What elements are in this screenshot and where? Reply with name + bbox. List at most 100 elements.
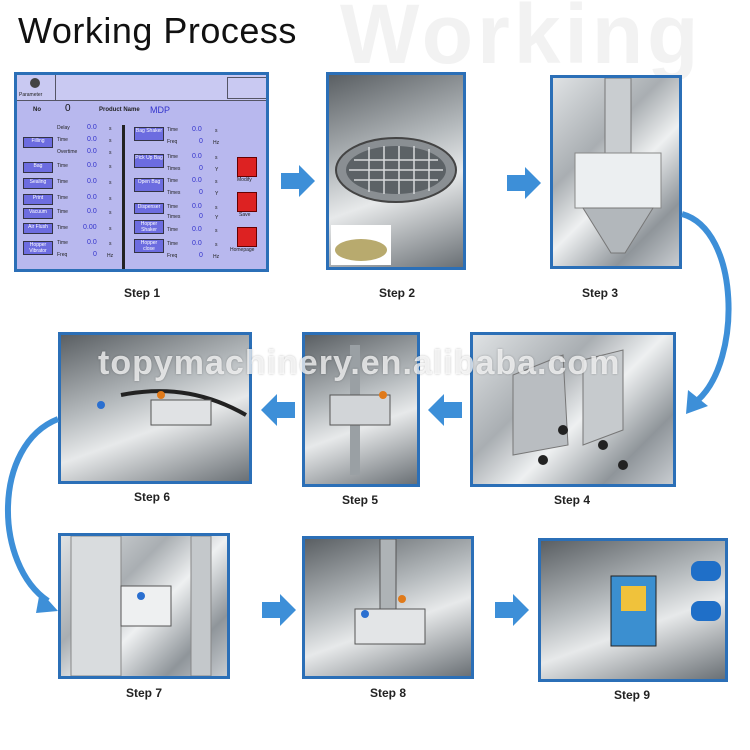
delay-label: Delay [57,125,70,131]
save-icon[interactable] [237,192,257,212]
dosing-station-illustration [354,539,426,645]
hopper-vibrator-button[interactable]: Hopper Vibrator [23,241,53,255]
r6-time-value[interactable]: 0.0 [192,240,202,247]
r6-time-unit: s [215,242,218,248]
step-2-label: Step 2 [378,286,415,300]
air-flush-button[interactable]: Air Flush [23,223,53,234]
r1-freq-unit: Hz [213,140,220,146]
pick-up-bag-button[interactable]: Pick Up Bag [134,154,164,168]
hopper-close-button[interactable]: Hopper close [134,239,164,253]
step-9-label: Step 9 [613,688,650,702]
r6-freq-label: Freq [167,253,178,259]
dispenser-button[interactable]: Dispenser [134,203,164,214]
r1-time-value[interactable]: 0.0 [192,126,202,133]
arrow-icon [262,594,296,626]
step-7-label: Step 7 [125,686,162,700]
hopper-time-unit: s [109,241,112,247]
watermark-text: topymachinery.en.alibaba.com [98,344,621,382]
page-title: Working Process [18,10,297,51]
r2-times-unit: Y [215,167,219,173]
step-4-image [470,332,676,487]
filling-time-label: Time [57,137,68,143]
vacuum-button[interactable]: Vacuum [23,208,53,219]
hopper-freq-unit: Hz [107,253,114,259]
homepage-label: Homepage [230,247,255,253]
hopper-freq-label: Freq [57,252,68,258]
hopper-shaker-button[interactable]: Hopper Shaker [134,220,164,234]
hmi-top-box [227,77,266,99]
delay-unit: s [109,126,112,132]
modify-label: Modify [237,177,252,183]
step-3-image [550,75,682,269]
r4-times-value[interactable]: 0 [199,213,203,220]
print-button[interactable]: Print [23,194,53,205]
hmi-divider [122,125,125,269]
overtime-unit: s [109,150,112,156]
home-icon[interactable] [237,227,257,247]
background-ghost-text: Working [340,0,703,81]
r1-freq-value[interactable]: 0 [199,138,203,145]
hopper-time-label: Time [57,240,68,246]
air-flush-time-label: Time [57,225,68,231]
r5-time-value[interactable]: 0.0 [192,226,202,233]
save-label: Save [239,212,251,218]
r2-times-value[interactable]: 0 [199,165,203,172]
arrow-icon [281,165,315,197]
bag-time-value[interactable]: 0.0 [87,162,97,169]
overtime-value[interactable]: 0.0 [87,148,97,155]
step-5-label: Step 5 [341,493,378,507]
product-name-label: Product Name [99,107,140,113]
bag-time-label: Time [57,163,68,169]
r2-time-unit: s [215,155,218,161]
r2-times-label: Times [167,166,181,172]
bag-opener-illustration [97,389,247,426]
sealing-time-label: Time [57,179,68,185]
modify-icon[interactable] [237,157,257,177]
step-7-image [58,533,230,679]
arrow-icon [495,594,529,626]
bag-button[interactable]: Bag [23,162,53,173]
print-time-label: Time [57,195,68,201]
r3-time-label: Time [167,178,178,184]
r2-time-value[interactable]: 0.0 [192,153,202,160]
hopper-time-value[interactable]: 0.0 [87,239,97,246]
bag-shaker-button[interactable]: Bag Shaker [134,127,164,141]
r4-time-value[interactable]: 0.0 [192,203,202,210]
hopper-freq-value[interactable]: 0 [93,251,97,258]
sealing-time-value[interactable]: 0.0 [87,178,97,185]
step-9-image [538,538,728,682]
filling-time-value[interactable]: 0.0 [87,136,97,143]
step-1-label: Step 1 [123,286,160,300]
hmi-top-bar [17,75,266,101]
sealing-button[interactable]: Sealing [23,178,53,189]
step-6-image [58,332,252,484]
air-flush-time-value[interactable]: 0.00 [83,224,97,231]
step-3-label: Step 3 [581,286,618,300]
r2-time-label: Time [167,154,178,160]
r3-times-value[interactable]: 0 [199,189,203,196]
r4-times-unit: Y [215,215,219,221]
vacuum-time-unit: s [109,210,112,216]
step-1-image: Parameter No 0 Product Name MDP Filling … [14,72,269,272]
r3-times-label: Times [167,190,181,196]
hopper-grid-illustration [331,137,457,265]
print-time-value[interactable]: 0.0 [87,194,97,201]
curved-arrow-icon [5,416,60,613]
r3-time-value[interactable]: 0.0 [192,177,202,184]
filling-button[interactable]: Filling [23,137,53,148]
open-bag-button[interactable]: Open Bag [134,178,164,192]
r6-time-label: Time [167,241,178,247]
vacuum-time-value[interactable]: 0.0 [87,208,97,215]
no-label: No [33,107,41,113]
arrow-icon [261,394,295,426]
r3-times-unit: Y [215,191,219,197]
r4-time-label: Time [167,204,178,210]
step-8-label: Step 8 [369,686,406,700]
auger-filler-illustration [574,78,662,254]
vacuum-time-label: Time [57,209,68,215]
r6-freq-value[interactable]: 0 [199,252,203,259]
r6-freq-unit: Hz [213,254,220,260]
bag-feeder-illustration [512,349,628,470]
parameter-box[interactable]: Parameter [17,75,56,100]
delay-value[interactable]: 0.0 [87,124,97,131]
